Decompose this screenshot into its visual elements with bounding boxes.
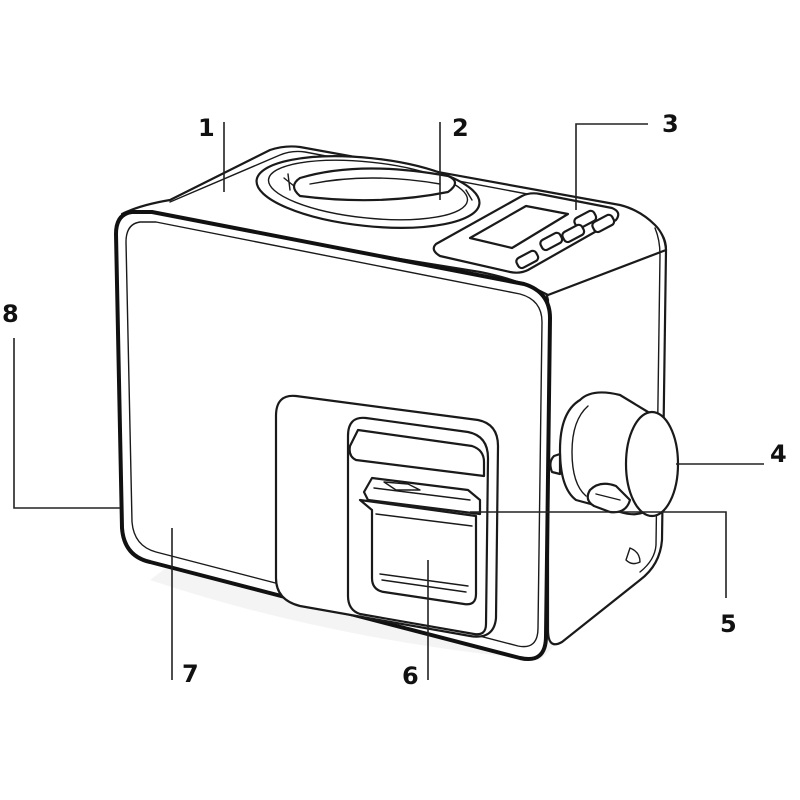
- front-inner-edge: [125, 221, 543, 648]
- lid-handle: [292, 167, 457, 202]
- lock-mark-icon: [465, 189, 473, 201]
- residue-chute: [383, 481, 421, 491]
- callout-6: 6: [402, 662, 419, 690]
- button-4[interactable]: [561, 223, 586, 244]
- callout-8: 8: [2, 300, 19, 328]
- hopper-lid: [255, 155, 481, 229]
- button-2[interactable]: [591, 213, 616, 234]
- display-screen: [468, 204, 570, 250]
- front-recess: [274, 394, 500, 638]
- oil-container-base: [379, 573, 469, 593]
- residue-tray-edge: [373, 487, 471, 501]
- button-1[interactable]: [573, 209, 598, 230]
- callout-7: 7: [182, 660, 199, 688]
- leader-8: [13, 338, 120, 509]
- foot-rear: [625, 547, 641, 565]
- residue-tray: [362, 476, 482, 516]
- button-3[interactable]: [539, 231, 564, 252]
- leader-5: [470, 511, 727, 598]
- button-5[interactable]: [515, 249, 540, 270]
- side-edge: [639, 227, 661, 573]
- oil-container-rim: [375, 513, 473, 527]
- front-bezel: [114, 210, 552, 661]
- feet: [625, 547, 641, 565]
- lid-handle-groove: [309, 177, 441, 185]
- callout-2: 2: [452, 114, 469, 142]
- callout-1: 1: [198, 114, 215, 142]
- callout-5: 5: [720, 610, 737, 638]
- side-latch: [549, 452, 562, 476]
- unlock-icon: [283, 173, 295, 191]
- callout-3: 3: [662, 110, 679, 138]
- hopper-inner-rim: [267, 159, 469, 221]
- outlet-edge: [595, 493, 621, 501]
- leader-3: [575, 123, 648, 210]
- top-rim: [169, 150, 613, 211]
- press-end-cap: [624, 410, 680, 518]
- leader-lines: [13, 122, 764, 680]
- control-panel: [432, 192, 620, 274]
- oil-outlet: [586, 482, 632, 514]
- barrel-ring: [571, 405, 589, 497]
- oil-container: [358, 498, 478, 606]
- callout-4: 4: [770, 440, 787, 468]
- recess-canopy: [348, 428, 486, 478]
- callout-labels: 1 2 3 4 5 6 7 8: [2, 110, 787, 690]
